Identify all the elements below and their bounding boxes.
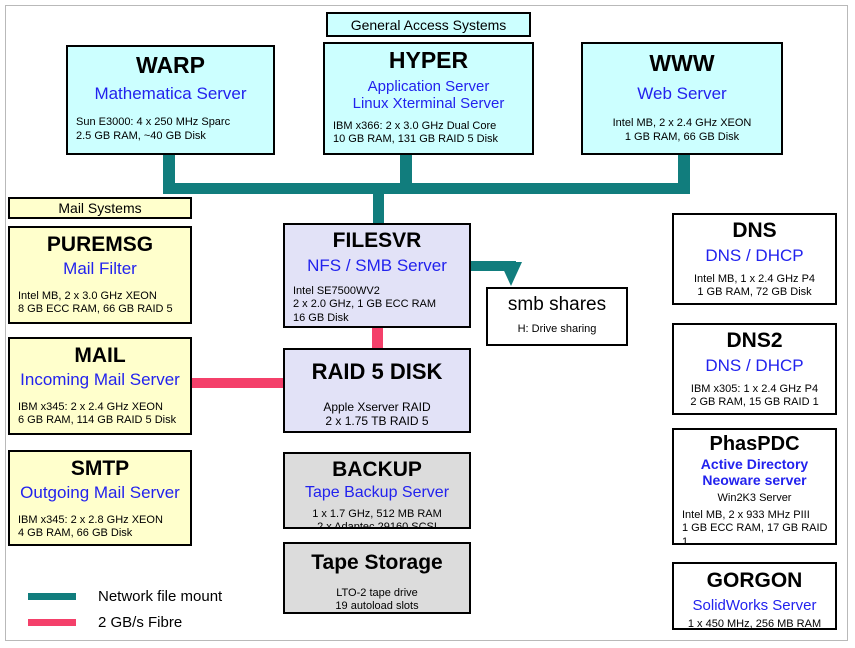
chip-general-access-systems: General Access Systems	[326, 12, 531, 37]
node-smtp[interactable]: SMTP Outgoing Mail Server IBM x345: 2 x …	[8, 450, 192, 546]
node-filesvr[interactable]: FILESVR NFS / SMB Server Intel SE7500WV2…	[283, 223, 471, 328]
node-dns-spec-0: Intel MB, 1 x 2.4 GHz P4	[693, 272, 816, 285]
node-phaspdc-name: PhasPDC	[709, 433, 800, 455]
node-raid5-disk-spec-0: Apple Xserver RAID	[323, 399, 431, 414]
chip-general-access-systems-label: General Access Systems	[350, 16, 507, 33]
node-warp[interactable]: WARP Mathematica Server Sun E3000: 4 x 2…	[66, 45, 275, 155]
node-smb-shares[interactable]: smb shares H: Drive sharing	[486, 287, 628, 346]
node-hyper-role-2: Linux Xterminal Server	[352, 94, 505, 112]
legend-item-network-file-mount: Network file mount	[28, 583, 222, 609]
legend-swatch-teal-icon	[28, 592, 76, 600]
node-smtp-spec-0: IBM x345: 2 x 2.8 GHz XEON	[18, 513, 163, 526]
link-filesvr-to-raid5-fibre	[372, 327, 383, 349]
node-filesvr-spec-1: 2 x 2.0 GHz, 1 GB ECC RAM	[293, 298, 437, 311]
node-gorgon-spec-0: 1 x 450 MHz, 256 MB RAM	[687, 617, 822, 630]
node-dns2-spec-1: 2 GB RAM, 15 GB RAID 1	[690, 396, 819, 409]
node-backup-role: Tape Backup Server	[304, 483, 450, 501]
link-filesvr-to-smb-horizontal	[466, 261, 516, 271]
node-warp-name: WARP	[136, 52, 205, 78]
node-gorgon-name: GORGON	[706, 569, 803, 592]
node-phaspdc-os: Win2K3 Server	[717, 492, 792, 505]
node-tape-storage-name: Tape Storage	[311, 551, 443, 574]
node-puremsg-role: Mail Filter	[63, 258, 137, 278]
node-dns-name: DNS	[732, 219, 777, 242]
network-bus-line	[163, 183, 690, 194]
node-www-spec-0: Intel MB, 2 x 2.4 GHz XEON	[612, 117, 752, 130]
node-www[interactable]: WWW Web Server Intel MB, 2 x 2.4 GHz XEO…	[581, 42, 783, 155]
node-gorgon[interactable]: GORGON SolidWorks Server 1 x 450 MHz, 25…	[672, 562, 837, 630]
node-www-name: WWW	[649, 50, 715, 76]
link-bus-to-filesvr	[373, 190, 384, 224]
node-hyper-spec-0: IBM x366: 2 x 3.0 GHz Dual Core	[333, 119, 497, 132]
arrow-head-icon	[500, 262, 522, 286]
node-dns2-name: DNS2	[726, 329, 783, 352]
legend-label-network-file-mount: Network file mount	[98, 587, 223, 605]
node-phaspdc-role-2: Neoware server	[702, 472, 807, 489]
node-puremsg-spec-0: Intel MB, 2 x 3.0 GHz XEON	[18, 289, 157, 302]
chip-mail-systems: Mail Systems	[8, 197, 192, 219]
node-mail[interactable]: MAIL Incoming Mail Server IBM x345: 2 x …	[8, 337, 192, 435]
legend: Network file mount 2 GB/s Fibre	[28, 583, 222, 635]
diagram-frame	[5, 5, 848, 641]
node-dns2-role: DNS / DHCP	[705, 355, 804, 375]
node-raid5-disk-spec-1: 2 x 1.75 TB RAID 5	[325, 414, 429, 429]
node-dns-role: DNS / DHCP	[705, 245, 804, 265]
node-puremsg[interactable]: PUREMSG Mail Filter Intel MB, 2 x 3.0 GH…	[8, 226, 192, 324]
node-hyper-name: HYPER	[388, 47, 469, 73]
node-filesvr-role: NFS / SMB Server	[307, 255, 447, 275]
node-smb-shares-spec-0: H: Drive sharing	[517, 323, 597, 336]
node-phaspdc[interactable]: PhasPDC Active Directory Neoware server …	[672, 428, 837, 545]
node-dns[interactable]: DNS DNS / DHCP Intel MB, 1 x 2.4 GHz P4 …	[672, 213, 837, 305]
node-hyper-role: Application Server	[367, 77, 490, 95]
node-gorgon-role: SolidWorks Server	[692, 596, 817, 614]
legend-label-fibre: 2 GB/s Fibre	[98, 613, 183, 631]
link-www-to-bus	[678, 155, 690, 189]
node-phaspdc-spec-1: 1 GB ECC RAM, 17 GB RAID 1	[682, 522, 828, 545]
node-smtp-spec-1: 4 GB RAM, 66 GB Disk	[18, 527, 133, 540]
link-mail-to-raid5-fibre	[189, 378, 286, 388]
node-smtp-role: Outgoing Mail Server	[20, 482, 180, 502]
node-puremsg-spec-1: 8 GB ECC RAM, 66 GB RAID 5	[18, 303, 173, 316]
node-backup-spec-1: 2 x Adaptec 29160 SCSI	[317, 521, 437, 529]
node-filesvr-name: FILESVR	[332, 229, 422, 252]
node-raid5-disk-name: RAID 5 DISK	[311, 359, 443, 384]
link-hyper-to-bus	[400, 155, 412, 189]
node-hyper-spec-1: 10 GB RAM, 131 GB RAID 5 Disk	[333, 133, 499, 146]
node-tape-storage[interactable]: Tape Storage LTO-2 tape drive 19 autoloa…	[283, 542, 471, 614]
node-mail-spec-1: 6 GB RAM, 114 GB RAID 5 Disk	[18, 414, 177, 427]
node-smtp-name: SMTP	[70, 457, 130, 480]
node-raid5-disk[interactable]: RAID 5 DISK Apple Xserver RAID 2 x 1.75 …	[283, 348, 471, 433]
node-www-role: Web Server	[637, 83, 727, 103]
node-dns2-spec-0: IBM x305: 1 x 2.4 GHz P4	[690, 382, 819, 395]
node-phaspdc-role: Active Directory	[700, 456, 809, 473]
node-tape-storage-spec-1: 19 autoload slots	[335, 599, 419, 612]
link-warp-to-bus	[163, 155, 175, 189]
node-www-spec-1: 1 GB RAM, 66 GB Disk	[624, 130, 740, 143]
node-tape-storage-spec-0: LTO-2 tape drive	[336, 586, 418, 599]
node-filesvr-spec-2: 16 GB Disk	[293, 311, 349, 324]
node-phaspdc-spec-0: Intel MB, 2 x 933 MHz PIII	[682, 508, 810, 521]
node-filesvr-spec-0: Intel SE7500WV2	[293, 284, 380, 297]
node-warp-spec-1: 2.5 GB RAM, ~40 GB Disk	[76, 129, 206, 142]
node-puremsg-name: PUREMSG	[46, 233, 154, 256]
node-mail-spec-0: IBM x345: 2 x 2.4 GHz XEON	[18, 400, 163, 413]
node-dns2[interactable]: DNS2 DNS / DHCP IBM x305: 1 x 2.4 GHz P4…	[672, 323, 837, 415]
node-mail-name: MAIL	[74, 344, 126, 367]
node-backup[interactable]: BACKUP Tape Backup Server 1 x 1.7 GHz, 5…	[283, 452, 471, 529]
legend-swatch-pink-icon	[28, 618, 76, 626]
node-mail-role: Incoming Mail Server	[20, 369, 180, 389]
node-dns-spec-1: 1 GB RAM, 72 GB Disk	[697, 286, 812, 299]
node-backup-name: BACKUP	[332, 458, 422, 481]
node-warp-spec-0: Sun E3000: 4 x 250 MHz Sparc	[76, 116, 231, 129]
node-hyper[interactable]: HYPER Application Server Linux Xterminal…	[323, 42, 534, 155]
legend-item-fibre: 2 GB/s Fibre	[28, 609, 222, 635]
node-backup-spec-0: 1 x 1.7 GHz, 512 MB RAM	[312, 507, 442, 520]
chip-mail-systems-label: Mail Systems	[58, 200, 142, 216]
node-warp-role: Mathematica Server	[94, 83, 247, 103]
node-smb-shares-name: smb shares	[507, 294, 607, 315]
